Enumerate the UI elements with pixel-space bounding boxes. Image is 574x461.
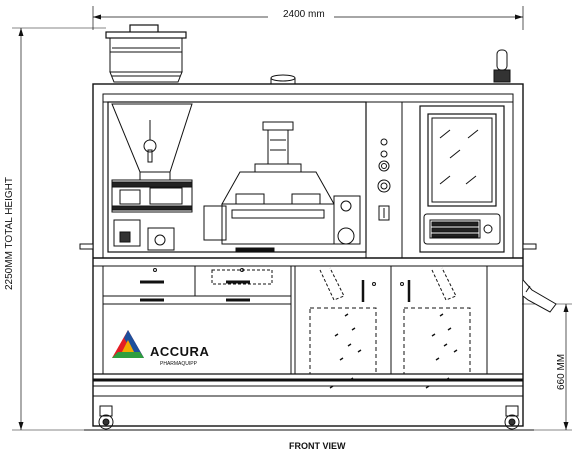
punch-assembly <box>203 121 361 253</box>
control-buttons-panel <box>377 138 391 221</box>
beacon-light <box>493 49 511 83</box>
caster-wheels <box>84 405 534 431</box>
cabinet-doors <box>294 265 488 389</box>
total-height-label: 2250MM TOTAL HEIGHT <box>4 177 15 290</box>
side-handles <box>79 243 537 250</box>
discharge-chute <box>522 279 557 313</box>
width-dimension-label: 2400 mm <box>283 9 325 20</box>
feed-hopper <box>111 103 193 183</box>
lower-drawers <box>102 265 292 375</box>
logo-tagline: PHARMAQUIPP <box>160 361 197 367</box>
width-dimension <box>92 6 524 30</box>
top-hopper <box>105 24 187 83</box>
lower-height-label: 660 MM <box>556 353 567 390</box>
hmi-screen <box>419 105 505 253</box>
feeder-assembly <box>111 179 193 251</box>
logo-name: ACCURA <box>150 344 210 359</box>
height-dimension <box>12 27 110 431</box>
top-hatch <box>270 74 296 84</box>
accura-logo-mark <box>112 330 144 358</box>
view-label: FRONT VIEW <box>289 441 346 451</box>
machine-frame <box>92 83 524 427</box>
